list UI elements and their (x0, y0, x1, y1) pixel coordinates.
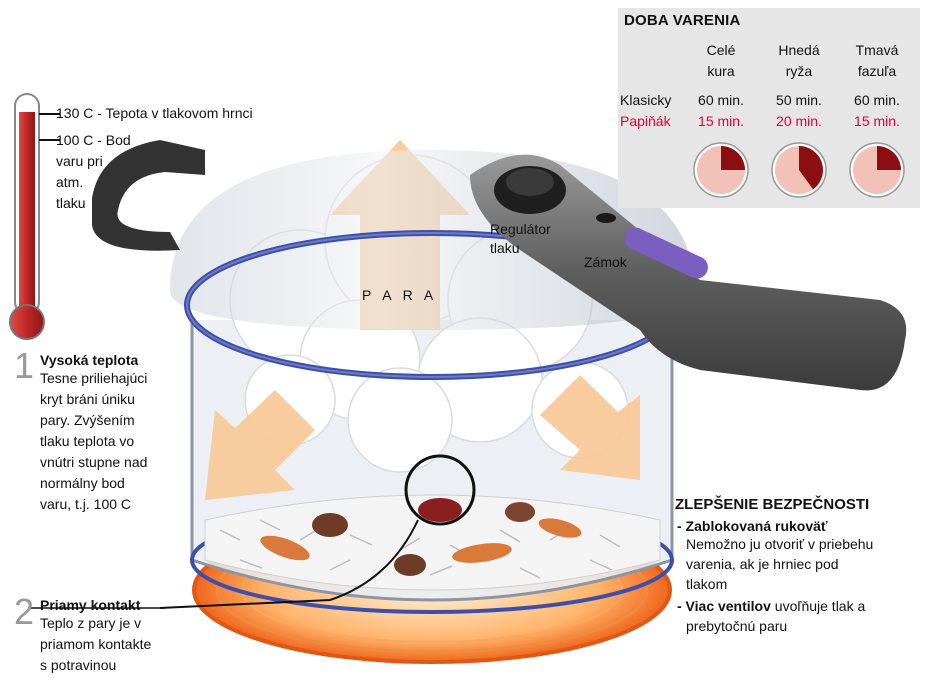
callout2-number: 2 (14, 594, 34, 630)
thermometer (10, 94, 60, 339)
clock-wedge (721, 146, 745, 170)
safety-title: ZLEPŠENIE BEZPEČNOSTI (675, 496, 869, 513)
callout2-heading: Priamy kontakt (40, 597, 151, 613)
cooking-time-title: DOBA VARENIA (624, 12, 741, 29)
time-cell: 20 min. (762, 113, 836, 129)
time-cell: 60 min. (684, 92, 758, 108)
pressure-regulator-label: Regulátor tlaku (490, 220, 551, 258)
column-header-beans: Tmavá fazuľa (840, 40, 914, 82)
safety-section: - Zablokovaná rukoväť Nemožno ju otvoriť… (677, 518, 873, 636)
safety-item2-heading: - Viac ventilov (677, 598, 771, 614)
column-header-chicken: Celé kura (684, 40, 758, 82)
thermometer-label-130: 130 C - Tepota v tlakovom hrnci (56, 103, 253, 124)
callout-high-temperature: Vysoká teplota Tesne priliehajúci kryt b… (40, 352, 147, 515)
time-cell: 50 min. (762, 92, 836, 108)
lock-label: Zámok (584, 254, 627, 270)
thermometer-label-100: 100 C - Bod varu pri atm. tlaku (56, 130, 131, 214)
cooking-time-panel: DOBA VARENIA Celé kura Hnedá ryža Tmavá … (618, 8, 920, 208)
steam-label: P A R A (362, 287, 437, 303)
callout2-text: Teplo z pary je v priamom kontakte s pot… (40, 613, 151, 676)
column-header-rice: Hnedá ryža (762, 40, 836, 82)
row-label-pressure-cooker: Papiňák (620, 113, 671, 129)
callout-direct-contact: Priamy kontakt Teplo z pary je v priamom… (40, 597, 151, 676)
rice-and-food (205, 495, 660, 590)
time-cell: 15 min. (684, 113, 758, 129)
safety-item1-text: Nemožno ju otvoriť v priebehu varenia, a… (677, 534, 873, 594)
safety-item1-heading: - Zablokovaná rukoväť (677, 518, 873, 534)
callout1-text: Tesne priliehajúci kryt bráni úniku pary… (40, 368, 147, 515)
safety-item2: - Viac ventilov uvoľňuje tlak a (677, 596, 873, 616)
clock-wedge (877, 146, 901, 170)
time-cell: 15 min. (840, 113, 914, 129)
callout1-number: 1 (14, 348, 34, 384)
row-label-classic: Klasicky (620, 92, 671, 108)
callout1-heading: Vysoká teplota (40, 352, 147, 368)
time-clocks (688, 140, 918, 202)
safety-item2-text-inline: uvoľňuje tlak a (771, 598, 865, 614)
time-cell: 60 min. (840, 92, 914, 108)
safety-item2-text: prebytočnú paru (677, 616, 873, 636)
